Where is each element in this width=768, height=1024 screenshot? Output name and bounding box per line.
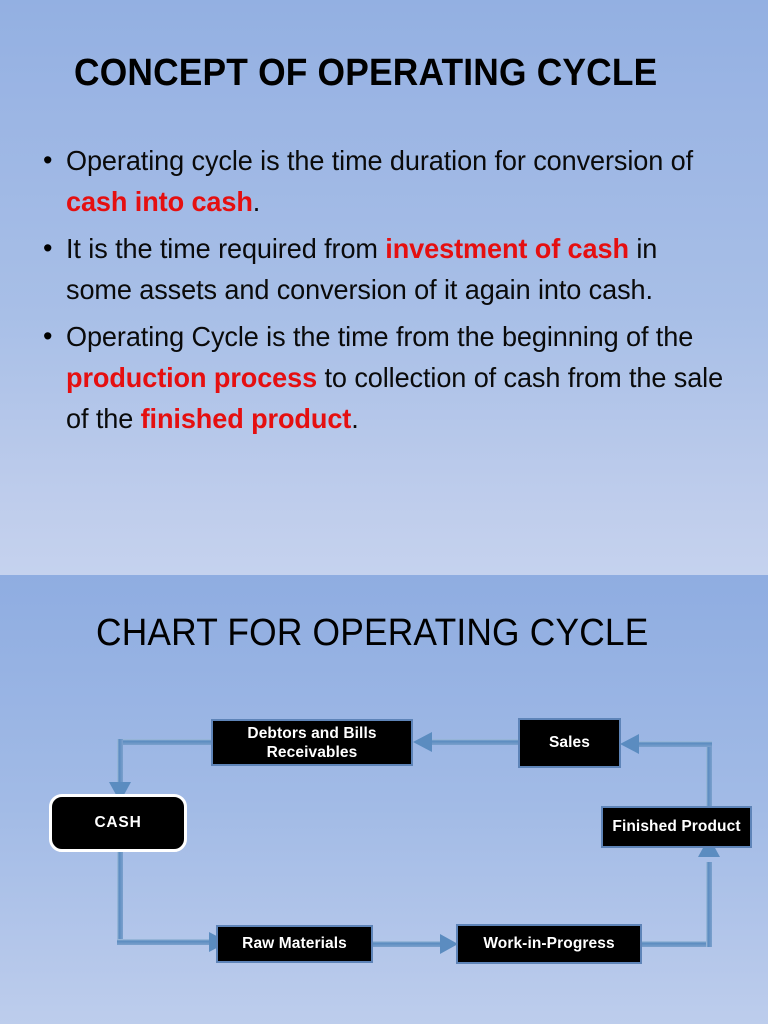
plain-text: to collection of cash from the sale of t… <box>66 362 724 434</box>
list-item: • Operating Cycle is the time from the b… <box>36 316 736 439</box>
emphasized-text: investment of cash <box>385 233 629 264</box>
emphasized-text: cash into cash <box>66 186 253 217</box>
bullet-dot-icon: • <box>43 145 53 175</box>
node-label-line1: Debtors and Bills <box>247 724 377 742</box>
bullet-dot-icon: • <box>43 233 53 263</box>
emphasized-text: finished product <box>140 403 352 434</box>
edge-sales-to-debtors <box>413 732 520 752</box>
flowchart-connectors <box>109 732 720 954</box>
slide-concept-of-operating-cycle: CONCEPT OF OPERATING CYCLE • Operating c… <box>0 0 768 575</box>
plain-text: in some assets and conversion of it agai… <box>66 233 658 305</box>
list-item: • Operating cycle is the time duration f… <box>36 140 736 222</box>
flowchart-node-finished-product[interactable]: Finished Product <box>601 806 752 848</box>
flowchart-node-sales[interactable]: Sales <box>518 718 621 768</box>
edge-cash-to-raw <box>117 852 228 952</box>
bullet-dot-icon: • <box>43 321 53 351</box>
node-label: CASH <box>94 814 142 831</box>
emphasized-text: production process <box>66 362 318 393</box>
node-label: Debtors and Bills Receivables <box>247 724 376 762</box>
slide1-title: CONCEPT OF OPERATING CYCLE <box>74 52 658 94</box>
node-label: Raw Materials <box>242 935 347 952</box>
edge-raw-to-wip <box>373 934 458 954</box>
bullet-text-3: Operating Cycle is the time from the beg… <box>66 316 726 439</box>
edge-debtors-to-cash <box>109 739 213 802</box>
list-item: • It is the time required from investmen… <box>36 228 736 310</box>
node-label: Finished Product <box>612 818 741 835</box>
node-label-line2: Receivables <box>266 743 358 761</box>
plain-text: . <box>252 186 261 217</box>
edge-wip-to-finished <box>642 837 720 947</box>
flowchart-node-raw-materials[interactable]: Raw Materials <box>216 925 373 963</box>
node-label: Work-in-Progress <box>483 935 615 952</box>
bullet-text-2: It is the time required from investment … <box>66 228 726 310</box>
flowchart-node-work-in-progress[interactable]: Work-in-Progress <box>456 924 642 964</box>
flowchart-node-debtors-and-bills-receivables[interactable]: Debtors and Bills Receivables <box>211 719 413 766</box>
plain-text: Operating cycle is the time duration for… <box>66 145 694 176</box>
plain-text: It is the time required from <box>66 233 386 264</box>
edge-finished-to-sales <box>620 734 712 807</box>
slide2-title: CHART FOR OPERATING CYCLE <box>96 612 649 654</box>
plain-text: Operating Cycle is the time from the beg… <box>66 321 694 352</box>
flowchart-node-cash[interactable]: CASH <box>49 794 187 852</box>
plain-text: . <box>351 403 359 434</box>
bullet-list: • Operating cycle is the time duration f… <box>36 140 736 445</box>
node-label: Sales <box>548 734 590 751</box>
operating-cycle-flowchart: Debtors and Bills Receivables Sales CASH… <box>0 575 768 1024</box>
bullet-text-1: Operating cycle is the time duration for… <box>66 140 726 222</box>
